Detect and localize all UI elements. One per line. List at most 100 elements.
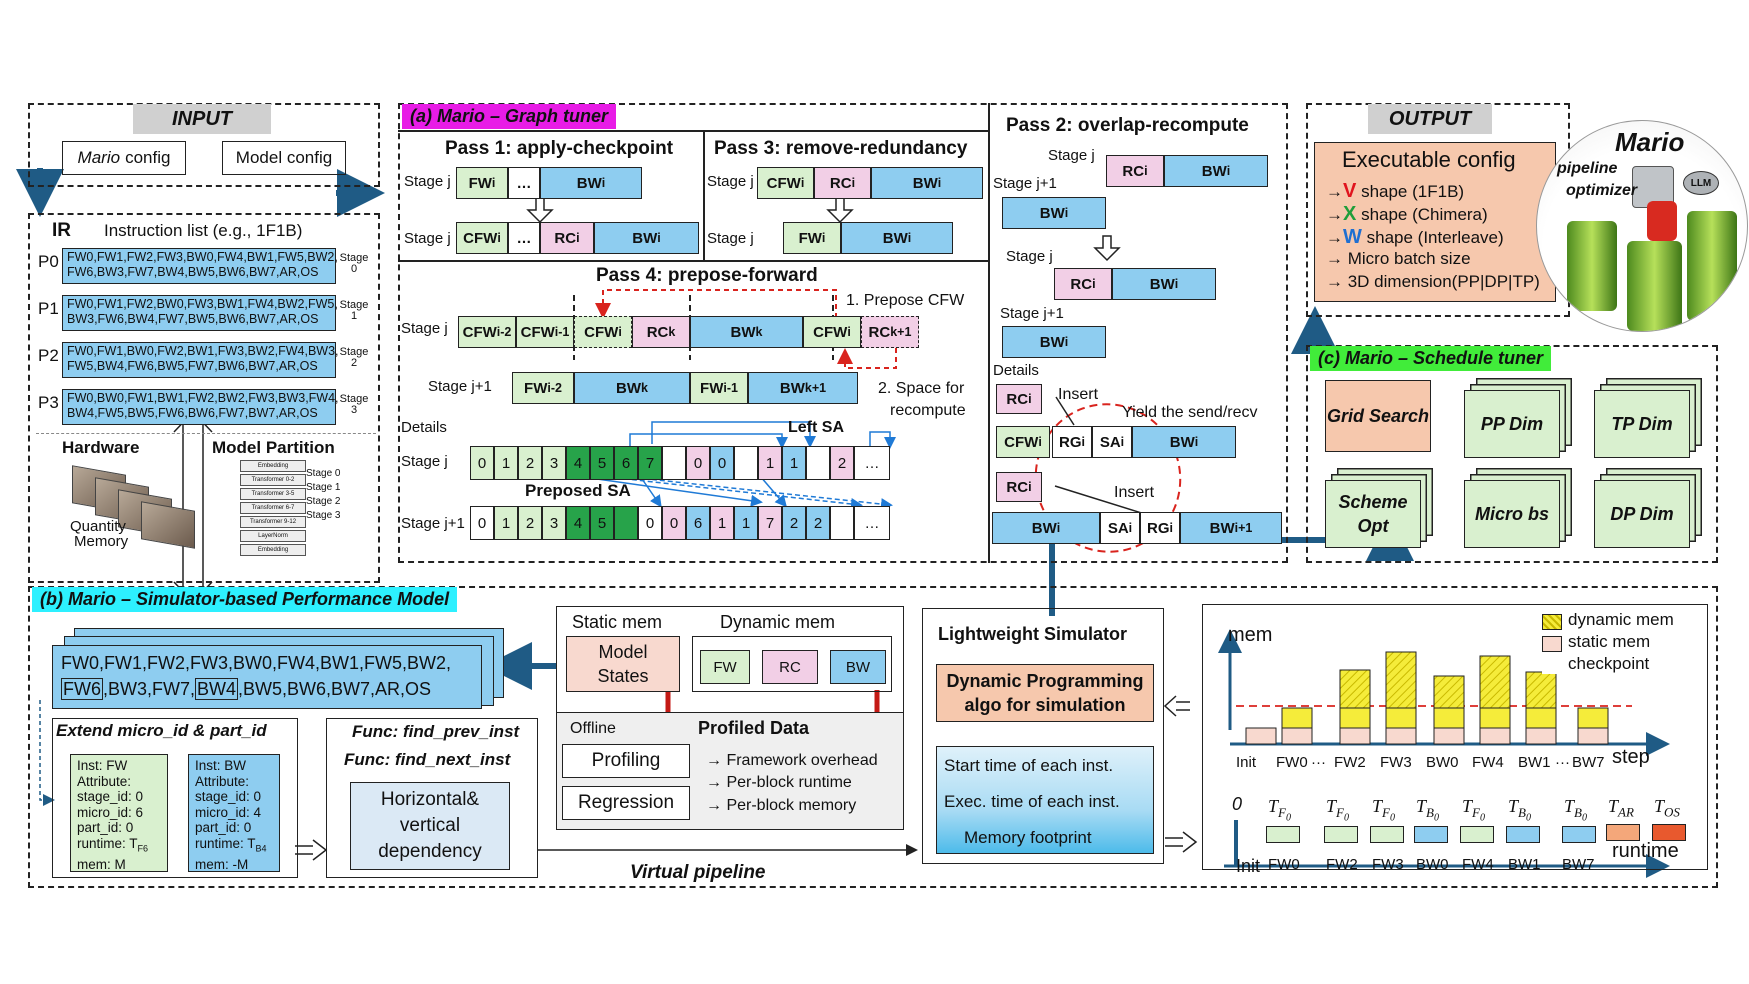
output-letter[interactable]: W [1343, 226, 1362, 248]
timeline-label[interactable]: BW1 [1508, 856, 1541, 873]
partition-stage[interactable]: Stage 0 [306, 468, 341, 479]
output-text[interactable]: shape (Chimera) [1356, 205, 1488, 224]
timeline-cell[interactable]: 6 [686, 506, 710, 540]
timeline-cell[interactable]: 2 [782, 506, 806, 540]
timeline-cell[interactable] [806, 446, 830, 480]
inst-fw6[interactable]: FW6 [61, 678, 103, 700]
ir-proc-label[interactable]: P1 [38, 299, 59, 318]
fw-attr-line[interactable]: Inst: FW [77, 758, 161, 774]
timeline-mark[interactable]: TAR [1608, 796, 1634, 821]
timeline-cell[interactable]: 4 [566, 506, 590, 540]
chart-xtick[interactable]: Init [1236, 754, 1257, 771]
timeline-block[interactable] [1506, 826, 1540, 843]
timeline-label[interactable]: BW0 [1416, 856, 1449, 873]
timeline-cell[interactable]: 1 [494, 446, 518, 480]
timeline-mark-subsub[interactable]: 0 [1285, 812, 1291, 824]
ir-stage-tag[interactable]: Stage 3 [339, 393, 369, 416]
output-item-4[interactable]: → 3D dimension(PP|DP|TP) [1326, 272, 1540, 292]
output-arrow[interactable]: → [1326, 182, 1343, 201]
timeline-cell[interactable] [830, 506, 854, 540]
timeline-cell[interactable]: 5 [590, 506, 614, 540]
partition-layer[interactable]: Transformer 3-5 [240, 488, 306, 500]
chart-xtick[interactable]: FW2 [1334, 754, 1366, 771]
timeline-cell[interactable]: 3 [542, 446, 566, 480]
output-arrow[interactable]: → [1326, 249, 1343, 268]
timeline-label[interactable]: FW0 [1268, 856, 1300, 873]
fw-attr-text[interactable]: Inst: FW [77, 758, 128, 773]
ir-proc-label[interactable]: P2 [38, 346, 59, 365]
timeline-label[interactable]: FW2 [1326, 856, 1358, 873]
fw-attr-text[interactable]: stage_id: 0 [77, 789, 144, 804]
timeline-mark-sub[interactable]: B0 [1426, 804, 1439, 824]
partition-stage[interactable]: Stage 3 [306, 510, 341, 521]
fw-attr-line[interactable]: runtime: TF6 [77, 836, 161, 857]
timeline-cell[interactable]: 0 [638, 506, 662, 540]
timeline-mark-sub[interactable]: F0 [1472, 804, 1485, 824]
timeline-cell[interactable]: … [854, 446, 890, 480]
timeline-mark-T[interactable]: T [1508, 796, 1519, 816]
profiling-button[interactable]: Profiling [562, 744, 690, 778]
output-arrow[interactable]: → [1326, 205, 1343, 224]
bw-attr-text[interactable]: micro_id: 4 [195, 804, 262, 820]
bw-attr-text[interactable]: Attribute: [195, 773, 250, 789]
fw-attr-line[interactable]: part_id: 0 [77, 820, 161, 836]
timeline-mark[interactable]: TF0 [1462, 796, 1485, 823]
timeline-mark-subsub[interactable]: 0 [1479, 812, 1485, 824]
timeline-mark-subsub[interactable]: 0 [1343, 812, 1349, 824]
output-arrow[interactable]: → [1326, 272, 1343, 291]
bw-attr-line[interactable]: Attribute: [195, 774, 273, 790]
timeline-block[interactable] [1562, 826, 1596, 843]
bw-attr-text[interactable]: Inst: BW [195, 758, 247, 773]
output-letter[interactable]: V [1343, 180, 1357, 202]
timeline-mark-sub[interactable]: B0 [1518, 804, 1531, 824]
timeline-mark[interactable]: TF0 [1268, 796, 1291, 823]
timeline-cell[interactable]: 1 [758, 446, 782, 480]
timeline-cell[interactable]: 1 [782, 446, 806, 480]
partition-layer[interactable]: Embedding [240, 544, 306, 556]
output-text[interactable]: shape (Interleave) [1361, 228, 1504, 247]
timeline-mark-T[interactable]: T [1462, 796, 1473, 816]
fw-attr-line[interactable]: stage_id: 0 [77, 789, 161, 805]
ir-row-1[interactable]: FW0,FW1,FW2,BW0,FW3,BW1,FW4,BW2,FW5, BW3… [62, 295, 338, 331]
timeline-mark-subsub[interactable]: 0 [1581, 812, 1587, 824]
chart-xtick[interactable]: BW1 [1518, 754, 1551, 771]
inst-bw4[interactable]: BW4 [195, 678, 239, 700]
timeline-mark[interactable]: TB0 [1508, 796, 1531, 823]
timeline-mark-T[interactable]: T [1654, 796, 1665, 816]
chart-xtick[interactable]: BW0 [1426, 754, 1459, 771]
chart-xtick[interactable]: FW3 [1380, 754, 1412, 771]
output-item-0[interactable]: →V shape (1F1B) [1326, 180, 1464, 203]
timeline-cell[interactable]: 7 [758, 506, 782, 540]
timeline-label[interactable]: FW4 [1462, 856, 1494, 873]
timeline-block[interactable] [1266, 826, 1300, 843]
bw-attr-line[interactable]: part_id: 0 [195, 820, 273, 836]
timeline-cell[interactable]: 1 [710, 506, 734, 540]
timeline-mark-sub[interactable]: AR [1618, 804, 1634, 820]
ir-proc-label[interactable]: P0 [38, 252, 59, 271]
timeline-cell[interactable]: 0 [710, 446, 734, 480]
ir-row-2[interactable]: FW0,FW1,BW0,FW2,BW1,FW3,BW2,FW4,BW3, FW5… [62, 342, 339, 378]
regression-button[interactable]: Regression [562, 786, 690, 820]
fw-attr-sub[interactable]: F6 [137, 843, 149, 854]
fw-attr-text[interactable]: micro_id: 6 [77, 804, 144, 820]
ir-row-3[interactable]: FW0,BW0,FW1,BW1,FW2,BW2,FW3,BW3,FW4, BW4… [62, 389, 339, 425]
timeline-mark-subsub[interactable]: 0 [1389, 812, 1395, 824]
bw-attr-line[interactable]: runtime: TB4 [195, 836, 273, 857]
ir-row-0[interactable]: FW0,FW1,FW2,FW3,BW0,FW4,BW1,FW5,BW2, FW6… [62, 248, 338, 284]
chart-xtick[interactable]: FW0 [1276, 754, 1308, 771]
output-text[interactable]: shape (1F1B) [1356, 182, 1465, 201]
timeline-cell[interactable] [734, 446, 758, 480]
output-item-3[interactable]: → Micro batch size [1326, 249, 1471, 269]
timeline-block[interactable] [1652, 824, 1686, 841]
output-text[interactable]: 3D dimension(PP|DP|TP) [1343, 272, 1540, 291]
schedule-option-3[interactable]: Scheme Opt [1325, 480, 1421, 548]
partition-layer[interactable]: Transformer 6-7 [240, 502, 306, 514]
timeline-mark-sub[interactable]: F0 [1336, 804, 1349, 824]
timeline-block[interactable] [1324, 826, 1358, 843]
ir-proc-label[interactable]: P3 [38, 393, 59, 412]
timeline-mark[interactable]: TF0 [1372, 796, 1395, 823]
timeline-block[interactable] [1414, 826, 1448, 843]
timeline-mark[interactable]: TB0 [1416, 796, 1439, 823]
ir-stage-tag[interactable]: Stage 2 [339, 346, 369, 369]
